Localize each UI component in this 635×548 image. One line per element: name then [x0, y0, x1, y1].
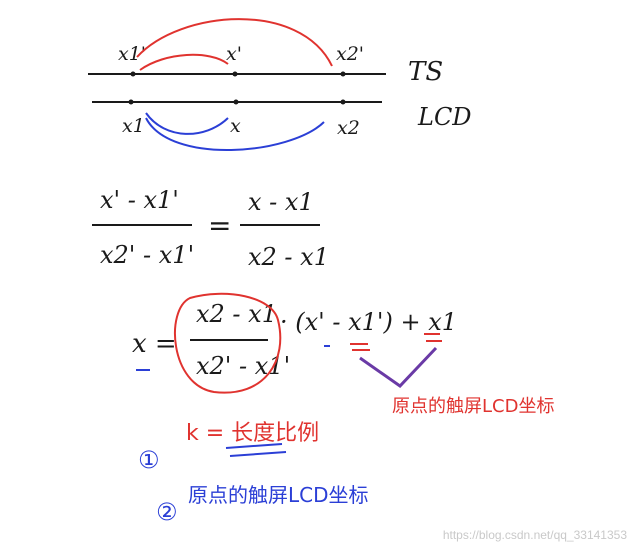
blue-arc-large: [145, 117, 325, 152]
lcd-label-x2: x2: [337, 117, 360, 139]
ts-label-x2p: x2': [336, 43, 364, 65]
ts-label-xp: x': [226, 43, 242, 65]
ts-point-x1p: [130, 71, 136, 77]
ts-label-x1p: x1': [118, 43, 146, 65]
eq2-red-circle: [173, 292, 282, 394]
red-arc-large: [136, 18, 333, 67]
note1-blue-underline-a: [225, 443, 283, 449]
lcd-axis-title: LCD: [417, 103, 472, 131]
eq1-equals: =: [208, 209, 231, 242]
lcd-point-x: [233, 99, 239, 105]
eq1-rhs-denominator: x2 - x1: [248, 243, 329, 271]
lcd-label-x: x: [230, 115, 241, 137]
note2-marker: ②: [156, 498, 178, 526]
eq2-lhs: x =: [132, 329, 177, 359]
lcd-label-x1: x1: [122, 115, 145, 137]
ts-point-xp: [232, 71, 238, 77]
ts-axis-title: TS: [408, 57, 443, 87]
note1-text: k = 长度比例: [186, 421, 319, 446]
ts-point-x2p: [340, 71, 346, 77]
eq2-fraction-denominator: x2' - x1': [196, 352, 290, 380]
eq2-rest: · (x' - x1') + x1: [280, 308, 457, 336]
note1-marker: ①: [138, 446, 160, 474]
purple-v-connector: [359, 346, 438, 388]
lcd-point-x1: [128, 99, 134, 105]
red-arc-small: [139, 53, 229, 71]
blue-arc-small: [145, 112, 229, 135]
lcd-point-x2: [340, 99, 346, 105]
note2-text: 原点的触屏LCD坐标: [188, 483, 369, 507]
red-note: 原点的触屏LCD坐标: [392, 396, 554, 417]
csdn-watermark: https://blog.csdn.net/qq_33141353: [442, 528, 627, 542]
note1-blue-underline-b: [229, 451, 287, 457]
eq2-fraction-numerator: x2 - x1: [196, 300, 277, 328]
eq1-lhs-denominator: x2' - x1': [100, 241, 194, 269]
eq1-rhs-numerator: x - x1: [248, 188, 314, 216]
eq1-lhs-numerator: x' - x1': [100, 186, 179, 214]
